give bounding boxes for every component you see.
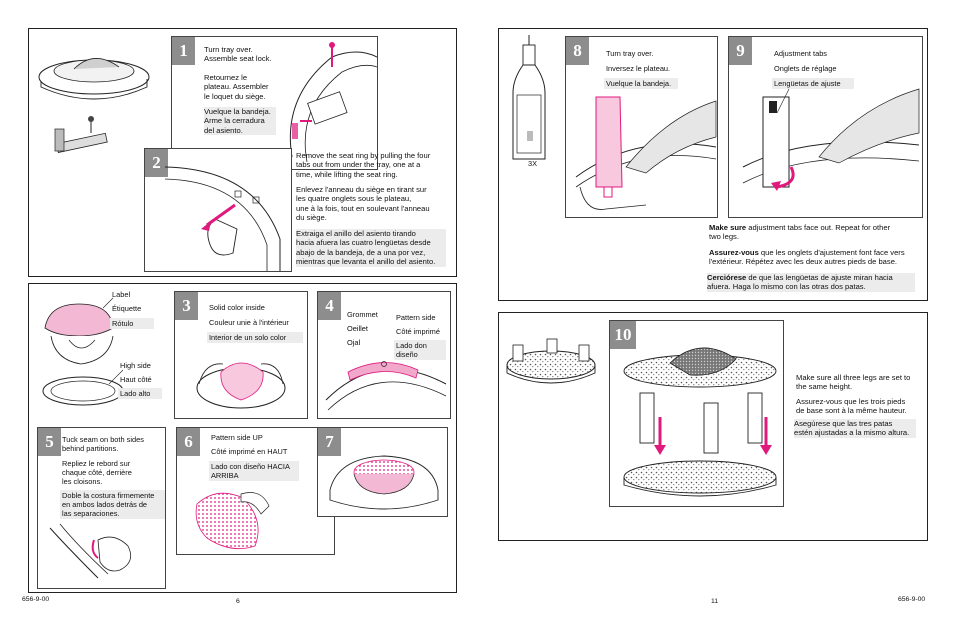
step-8-number: 8 <box>566 37 589 65</box>
step-4-illustration <box>325 361 447 411</box>
step-8-illustration <box>575 96 717 210</box>
step-9-note-es-bold: Cerciórese <box>707 273 747 282</box>
seat-lock-illustration <box>289 42 377 163</box>
step-2-number: 2 <box>145 149 168 177</box>
tray-seat-lock-illustration <box>38 58 150 153</box>
step-3-text-fr: Couleur unie à l'intérieur <box>209 318 289 327</box>
footer-left-code: 656-9-00 <box>22 596 50 603</box>
step-3-number: 3 <box>175 292 198 320</box>
step-4-box: 4 Grommet Oeillet Ojal Pattern side Côté… <box>317 291 451 419</box>
step-1-text-en: Turn tray over. Assemble seat lock. <box>204 45 272 64</box>
step-5-text-es: Doble la costura firmemente en ambos lad… <box>60 490 165 519</box>
grommet-fr: Oeillet <box>347 324 368 333</box>
step-8-text-fr: Inversez le plateau. <box>606 64 671 73</box>
step-10-box: 10 <box>609 320 784 507</box>
high-side-en: High side <box>120 361 151 370</box>
grommet-en: Grommet <box>347 310 378 319</box>
step-9-note-es-rest: de que las lengüetas de ajuste miran hac… <box>707 273 893 292</box>
step-3-text-en: Solid color inside <box>209 303 265 312</box>
label-en: Label <box>112 290 131 299</box>
panel-step-10: 10 Make sure <box>498 312 928 541</box>
step-1-text-es: Vuelque la bandeja. Arme la cerradura de… <box>204 107 276 136</box>
footer-right-page: 11 <box>711 598 719 605</box>
step-8-text-en: Turn tray over. <box>606 49 654 58</box>
step-8-text-es: Vuelque la bandeja. <box>604 78 678 89</box>
step-9-illustration <box>742 88 920 191</box>
step-9-note-fr-rest: que les onglets d'ajustement font face v… <box>709 248 905 267</box>
step-5-text-fr: Repliez le rebord sur chaque côté, derri… <box>62 459 132 486</box>
step-8-box: 8 Turn tray over. Inversez le plateau. V… <box>565 36 718 218</box>
step-6-text-en: Pattern side UP <box>211 433 263 442</box>
footer-left-page: 6 <box>236 598 240 605</box>
step-9-note-en-bold: Make sure <box>709 223 747 232</box>
step-9-box: 9 Adjustment tabs Onglets de réglage Len… <box>728 36 923 218</box>
bottle-quantity: 3X <box>528 159 538 168</box>
glue-bottle-illustration <box>512 35 546 160</box>
step-10-text-fr: Assurez-vous que les trois pieds de base… <box>796 397 907 416</box>
step-6-number: 6 <box>177 428 200 456</box>
step-7-illustration <box>329 455 439 510</box>
step-6-box: 6 Pattern side UP Côté imprimé en HAUT L… <box>176 427 335 555</box>
panel-steps-3-7: Label Étiquette Rótulo High side Haut cô… <box>28 283 457 593</box>
step-2-text-en: Remove the seat ring by pulling the four… <box>296 151 431 179</box>
step-5-text-en: Tuck seam on both sides behind partition… <box>62 435 144 453</box>
step-7-number: 7 <box>318 428 341 456</box>
adjustment-tabs-es: Lengüetas de ajuste <box>772 78 854 89</box>
step-5-illustration <box>49 523 132 579</box>
step-9-note-fr-bold: Assurez-vous <box>709 248 759 257</box>
step-7-box: 7 <box>317 427 448 517</box>
pattern-side-en: Pattern side <box>396 313 436 322</box>
step-2-box: 2 <box>144 148 292 272</box>
step-10-number: 10 <box>610 321 636 349</box>
base-illustration <box>506 338 596 384</box>
high-side-es: Lado alto <box>118 388 162 399</box>
seat-ring-removal-illustration <box>164 166 281 271</box>
step-10-text-es: Asegúrese que las tres patas estén ajust… <box>794 419 916 438</box>
step-9-note-en: Make sure adjustment tabs face out. Repe… <box>709 223 921 242</box>
label-es: Rótulo <box>110 318 154 329</box>
grommet-es: Ojal <box>347 338 361 347</box>
panel-steps-1-2: 1 Turn tray over. Assemble seat lock. Re… <box>28 28 457 277</box>
step-10-text-en: Make sure all three legs are set to the … <box>796 373 911 392</box>
pattern-side-fr: Côté imprimé <box>396 327 440 336</box>
step-5-number: 5 <box>38 428 61 456</box>
pattern-side-es: Lado don diseño <box>394 340 446 360</box>
step-2-text-fr: Enlevez l'anneau du siège en tirant sur … <box>296 185 430 223</box>
panel-steps-8-9: 3X 8 Turn tray over. Inversez le plateau… <box>498 28 928 301</box>
step-1-number: 1 <box>172 37 195 65</box>
step-10-illustration <box>623 347 777 497</box>
step-9-number: 9 <box>729 37 752 65</box>
step-1-box: 1 Turn tray over. Assemble seat lock. Re… <box>171 36 378 170</box>
step-3-box: 3 Solid color inside Couleur unie à l'in… <box>174 291 308 419</box>
adjustment-tabs-fr: Onglets de réglage <box>774 64 837 73</box>
step-3-text-es: Interior de un solo color <box>207 332 303 343</box>
step-2-text-es: Extraiga el anillo del asiento tirando h… <box>296 229 446 267</box>
step-1-text-fr: Retournez le plateau. Assembler le loque… <box>204 73 269 101</box>
footer-right-code: 656-9-00 <box>898 596 926 603</box>
step-6-illustration <box>195 492 270 550</box>
step-5-box: 5 Tuck seam on both sides behind partiti… <box>37 427 166 589</box>
adjustment-tabs-en: Adjustment tabs <box>774 49 827 58</box>
step-4-number: 4 <box>318 292 341 320</box>
step-3-illustration <box>196 362 286 409</box>
step-9-note-en-rest: adjustment tabs face out. Repeat for oth… <box>709 223 891 242</box>
step-9-note-fr: Assurez-vous que les onglets d'ajustemen… <box>709 248 923 267</box>
label-fr: Étiquette <box>112 304 142 313</box>
step-6-text-fr: Côté imprimé en HAUT <box>211 447 288 456</box>
high-side-fr: Haut côté <box>120 375 152 384</box>
step-9-note-es: Cerciórese de que las lengüetas de ajust… <box>707 273 915 292</box>
step-6-text-es: Lado con diseño HACIA ARRIBA <box>209 461 299 481</box>
